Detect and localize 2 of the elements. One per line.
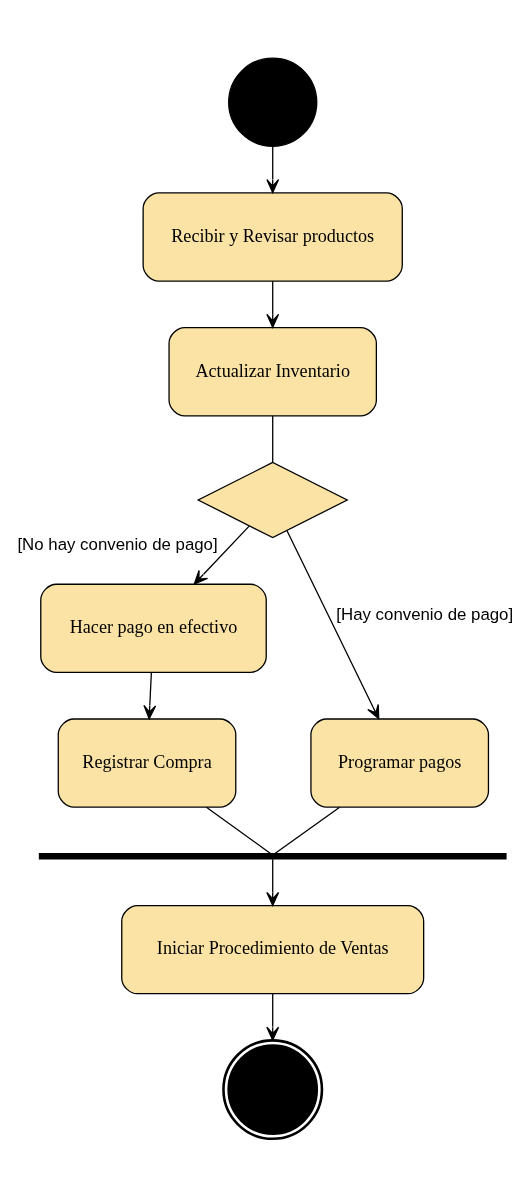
edge-label: [No hay convenio de pago] [17,534,218,554]
edge-label: [Hay convenio de pago] [336,604,514,624]
